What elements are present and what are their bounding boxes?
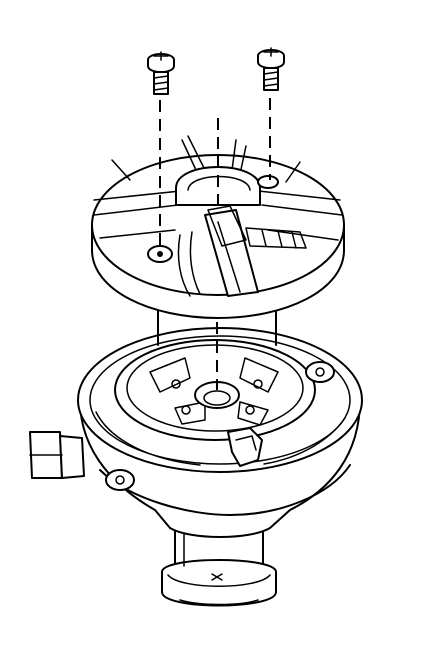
alignment-lines [159,98,271,390]
distributor-housing [77,327,363,538]
screw-left [147,51,175,95]
shaft-neck [157,309,277,346]
rotor [91,135,345,319]
connector-boss [29,431,85,479]
screw-right [257,47,285,91]
